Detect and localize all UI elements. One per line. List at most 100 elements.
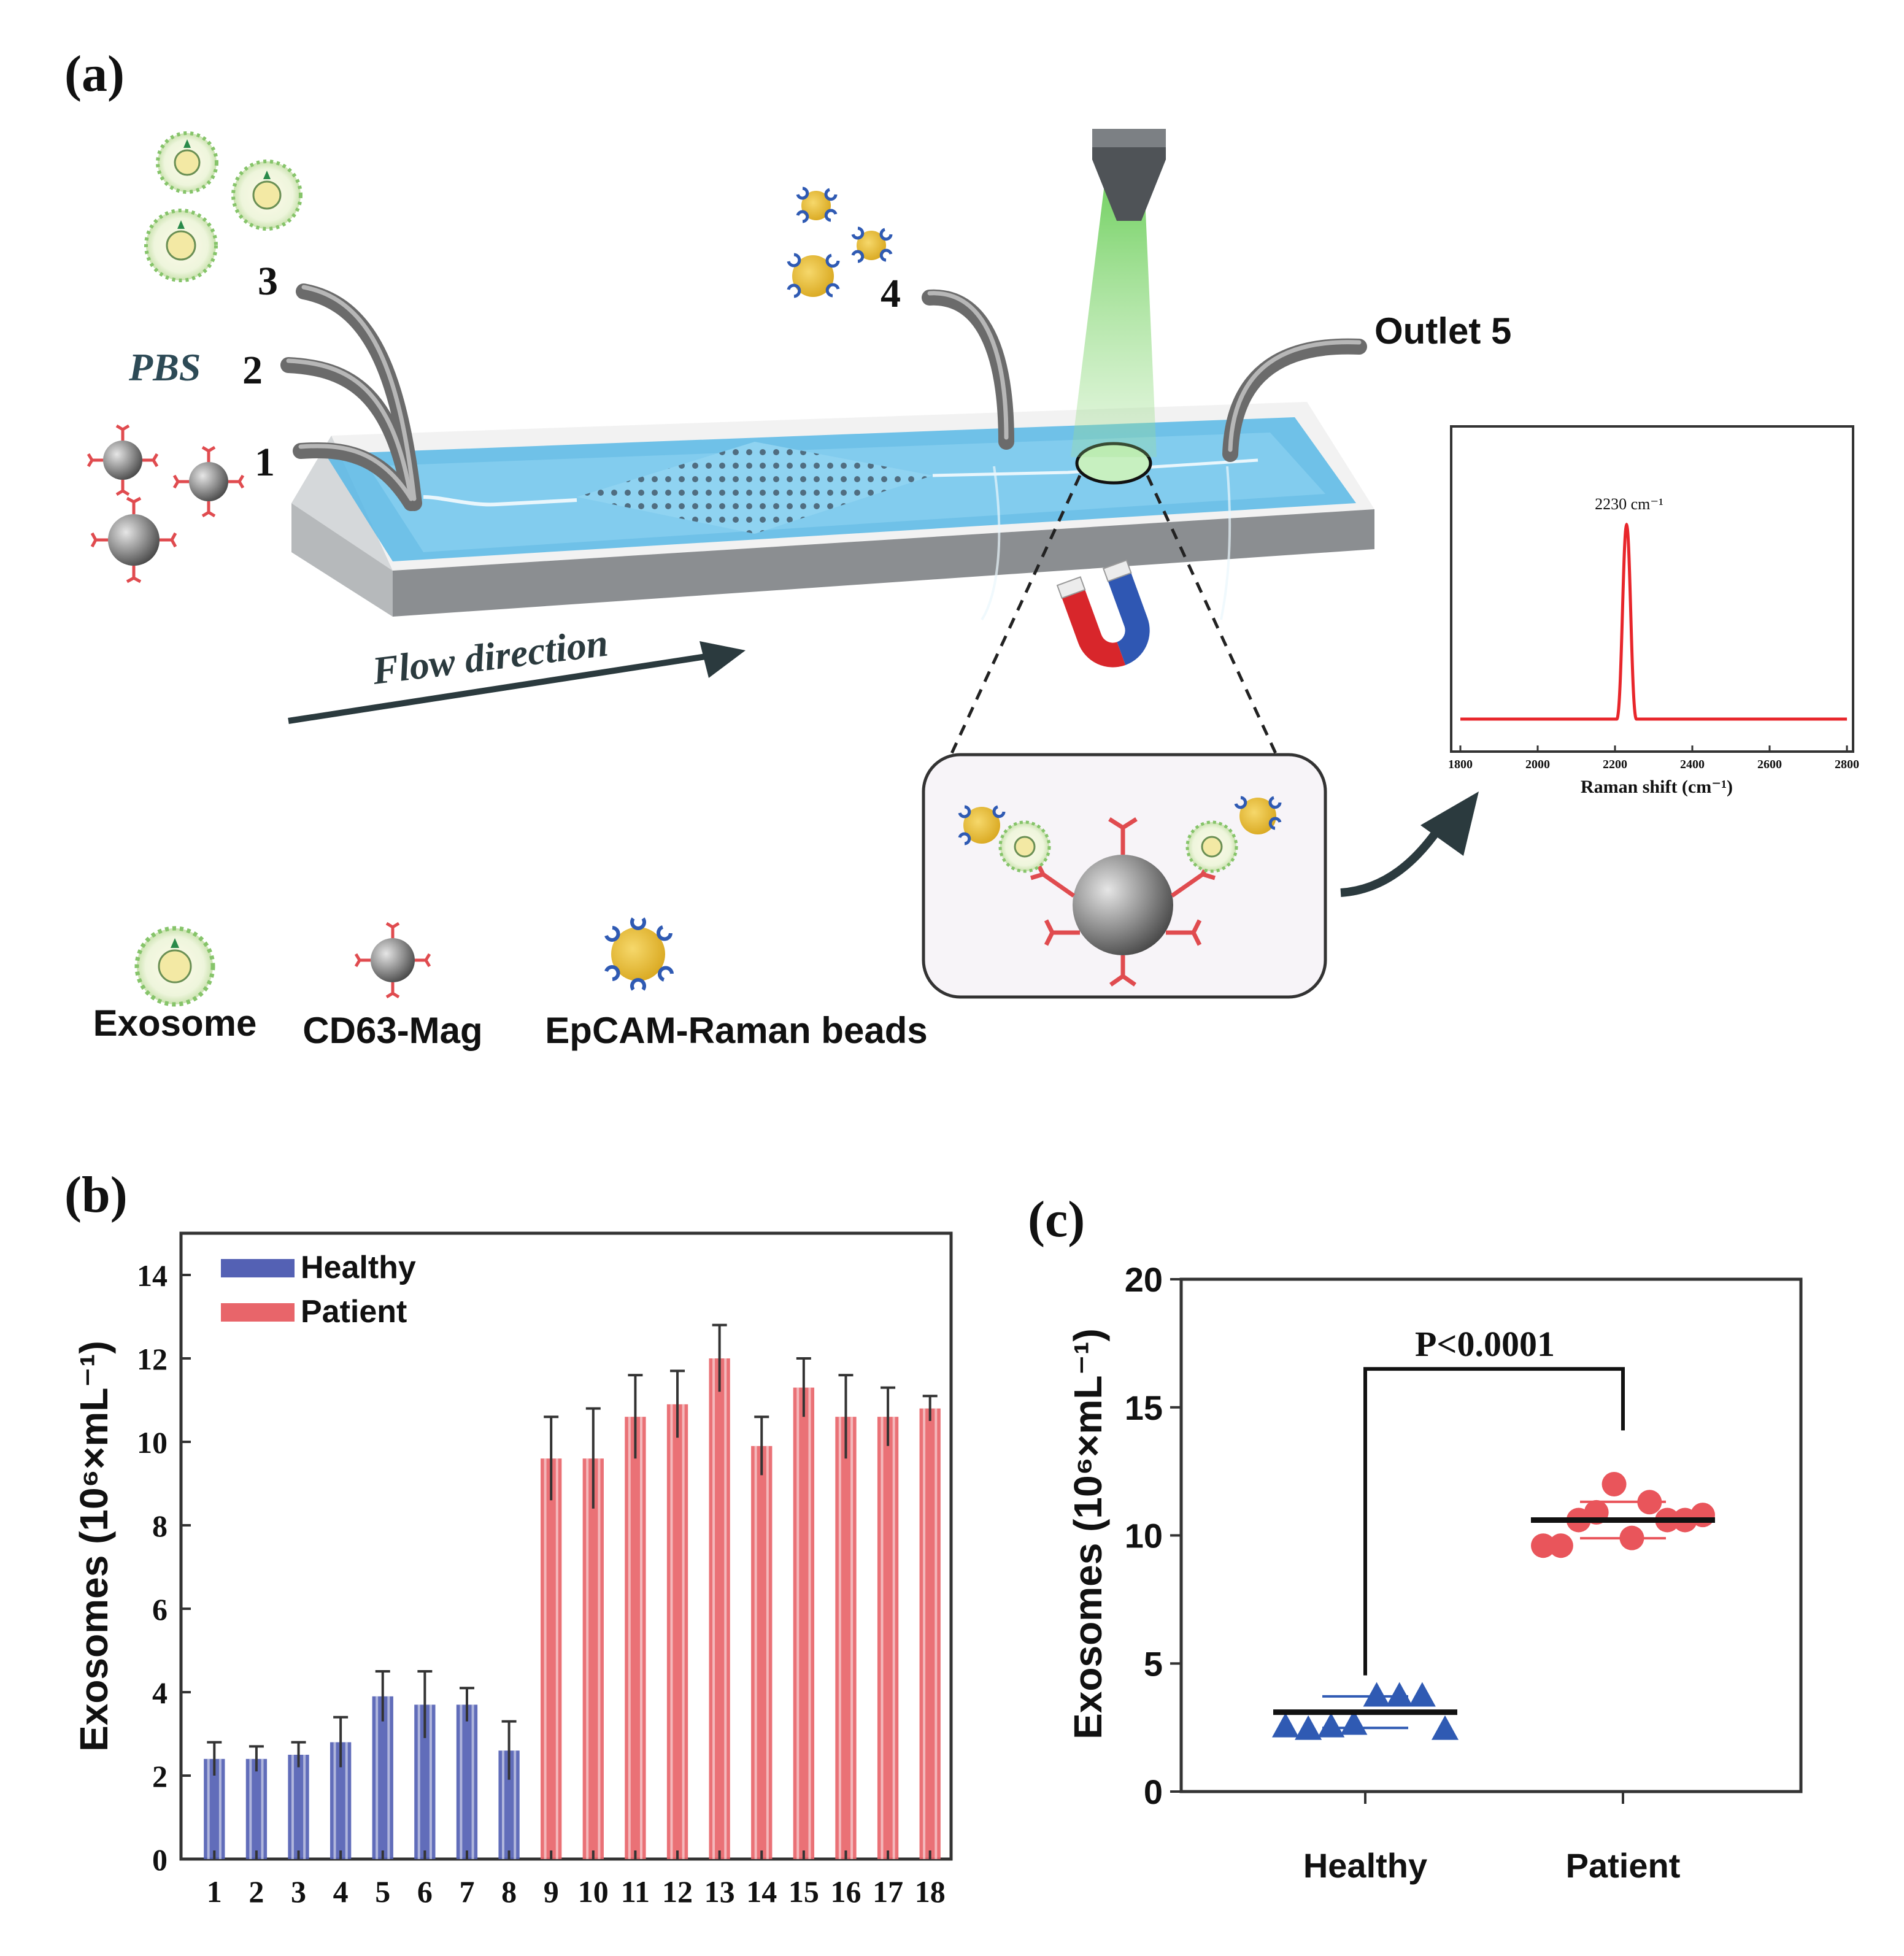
point-healthy: [1317, 1712, 1345, 1738]
b-xtick-label: 11: [621, 1874, 650, 1909]
c-ytick-label: 5: [1144, 1644, 1163, 1683]
b-xtick-label: 8: [501, 1874, 517, 1909]
inlet-1-label: 1: [255, 440, 275, 485]
panel-a: (a): [64, 45, 1859, 1051]
point-healthy: [1340, 1710, 1368, 1735]
zoom-lines: [949, 474, 1278, 756]
cd63-bead-cluster: [87, 424, 245, 583]
legend-exosome-icon: [134, 926, 215, 1007]
bar: [625, 1417, 646, 1859]
bar: [751, 1446, 773, 1859]
b-ytick-label: 8: [152, 1509, 168, 1543]
b-ytick-label: 0: [152, 1842, 168, 1877]
c-ytick-label: 10: [1125, 1517, 1163, 1555]
spectrum-tick-label: 2400: [1680, 758, 1705, 771]
laser-objective: [1071, 129, 1166, 457]
b-xtick-label: 2: [249, 1874, 264, 1909]
b-xtick-label: 5: [375, 1874, 390, 1909]
bar: [666, 1404, 688, 1859]
b-xtick-label: 14: [746, 1874, 777, 1909]
magnet-icon: [1056, 559, 1150, 668]
arrow-to-spectrum: [1340, 791, 1479, 897]
exosome-cluster: [144, 131, 303, 282]
inlet-3-label: 3: [258, 259, 278, 304]
spectrum-peak-label: 2230 cm⁻¹: [1595, 495, 1663, 513]
panel-a-legend: Exosome CD63-Mag EpCAM-Raman beads: [93, 917, 928, 1051]
panel-a-label: (a): [64, 45, 125, 102]
legend-epcam-icon: [604, 917, 674, 991]
point-patient: [1690, 1503, 1715, 1528]
legend-swatch-patient: [221, 1303, 295, 1322]
microfluidic-chip: [291, 402, 1374, 621]
epcam-bead-cluster: [787, 187, 893, 298]
panel-c-pvalue: P<0.0001: [1415, 1324, 1555, 1364]
panel-b-legend: Healthy Patient: [221, 1250, 416, 1330]
point-healthy: [1432, 1715, 1459, 1740]
bar: [541, 1458, 562, 1859]
point-healthy: [1272, 1712, 1299, 1738]
point-healthy: [1408, 1682, 1436, 1707]
b-ytick-label: 6: [152, 1592, 168, 1627]
b-xtick-label: 6: [417, 1874, 433, 1909]
legend-swatch-healthy: [221, 1259, 295, 1277]
legend-epcam-label: EpCAM-Raman beads: [545, 1010, 927, 1051]
point-healthy: [1363, 1682, 1390, 1707]
capture-complex-inset: [922, 753, 1327, 999]
bar: [793, 1387, 815, 1859]
spectrum-tick-label: 2200: [1603, 758, 1627, 771]
inlet-4-label: 4: [881, 271, 901, 316]
point-patient: [1548, 1533, 1573, 1558]
point-patient: [1601, 1472, 1627, 1496]
b-ytick-label: 14: [137, 1258, 168, 1293]
b-xtick-label: 4: [333, 1874, 349, 1909]
b-xtick-label: 17: [873, 1874, 903, 1909]
legend-cd63-icon: [354, 922, 431, 999]
flow-direction-arrow: Flow direction: [288, 620, 746, 724]
outlet-label: Outlet 5: [1374, 310, 1511, 352]
b-xtick-label: 16: [830, 1874, 861, 1909]
b-ytick-label: 4: [152, 1676, 168, 1710]
panel-b-ylabel: Exosomes (10⁶×mL⁻¹): [72, 1341, 116, 1752]
c-xtick-label: Patient: [1566, 1846, 1681, 1885]
b-xtick-label: 9: [544, 1874, 559, 1909]
spectrum-xlabel: Raman shift (cm⁻¹): [1581, 777, 1733, 797]
bar: [919, 1408, 941, 1859]
bar: [456, 1704, 478, 1859]
legend-label-healthy: Healthy: [301, 1250, 416, 1285]
legend-exosome-label: Exosome: [93, 1003, 257, 1044]
c-xtick-label: Healthy: [1303, 1846, 1427, 1885]
b-xtick-label: 12: [662, 1874, 693, 1909]
c-ytick-label: 0: [1144, 1773, 1163, 1811]
inlet-2-label: 2: [242, 348, 263, 393]
spectrum-tick-label: 1800: [1448, 758, 1473, 771]
b-ytick-label: 12: [137, 1342, 168, 1376]
panel-c-label: (c): [1028, 1191, 1085, 1248]
bar: [877, 1417, 899, 1859]
b-ytick-label: 10: [137, 1425, 168, 1460]
pbs-label: PBS: [128, 345, 201, 389]
c-ytick-label: 15: [1125, 1388, 1163, 1427]
panel-c-ylabel: Exosomes (10⁶×mL⁻¹): [1066, 1328, 1110, 1739]
point-healthy: [1386, 1682, 1413, 1707]
bar: [245, 1758, 268, 1859]
point-patient: [1619, 1525, 1644, 1550]
legend-cd63-label: CD63-Mag: [303, 1010, 482, 1051]
flow-direction-label: Flow direction: [369, 620, 611, 693]
bar: [835, 1417, 857, 1859]
point-patient: [1531, 1533, 1555, 1558]
legend-label-patient: Patient: [301, 1294, 407, 1330]
b-xtick-label: 15: [788, 1874, 819, 1909]
significance-bracket: [1363, 1367, 1625, 1676]
b-xtick-label: 1: [207, 1874, 222, 1909]
b-xtick-label: 18: [915, 1874, 946, 1909]
panel-b-plot-frame: [179, 1231, 953, 1861]
bar: [709, 1358, 730, 1859]
point-healthy: [1295, 1715, 1322, 1740]
spectrum-line: [1460, 522, 1847, 721]
b-xtick-label: 10: [578, 1874, 609, 1909]
spectrum-tick-label: 2600: [1757, 758, 1782, 771]
